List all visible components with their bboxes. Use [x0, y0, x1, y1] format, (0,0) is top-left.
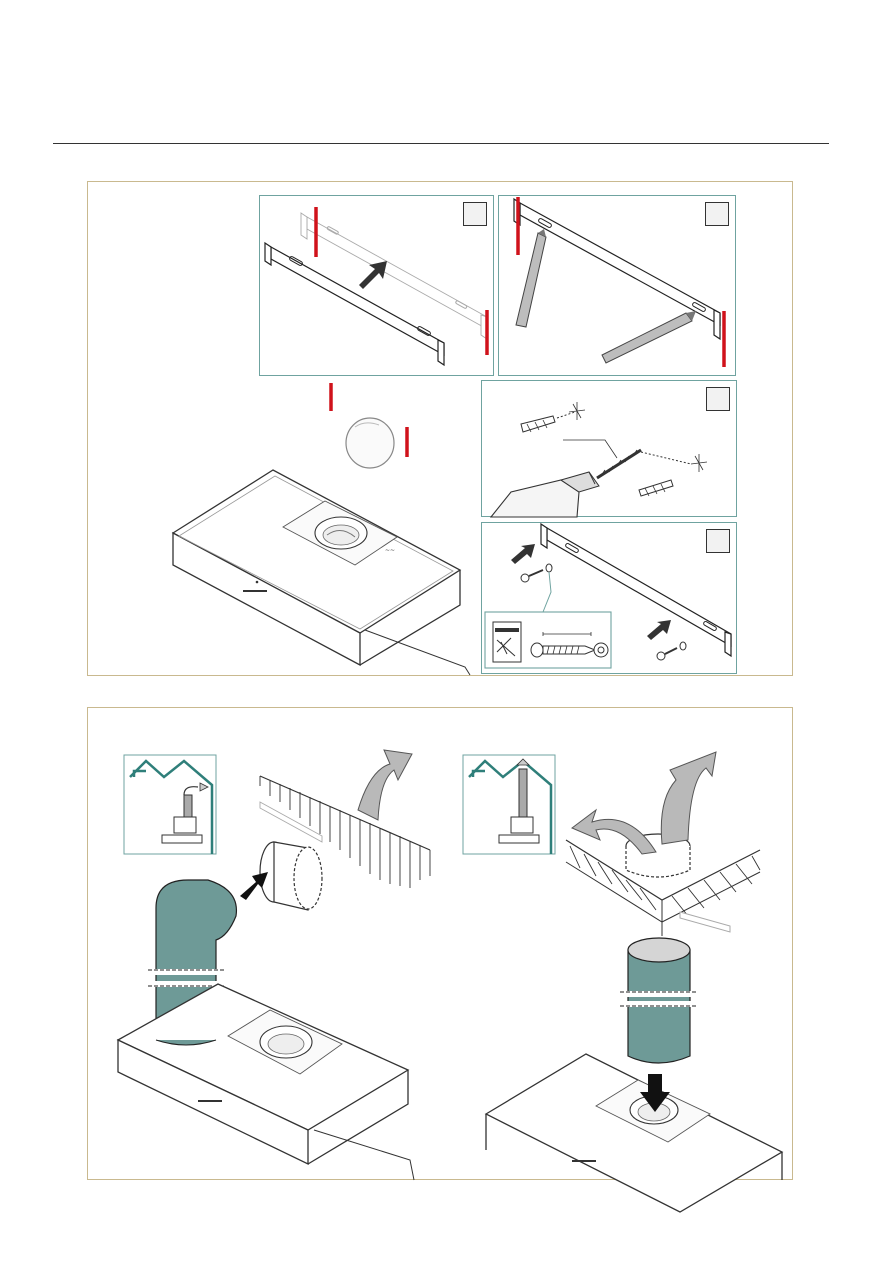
header-rule — [53, 143, 829, 144]
screw-bracket-illustration — [481, 522, 737, 674]
wall-outlet-illustration — [100, 740, 440, 1180]
airflow-arrow-icon — [572, 810, 656, 854]
wall-plug-icon — [639, 480, 673, 496]
duct — [620, 938, 698, 1063]
arrow-icon — [647, 620, 671, 640]
screw-icon — [521, 564, 552, 582]
arrow-icon — [359, 261, 387, 289]
ceiling-outlet-illustration — [480, 740, 785, 1180]
airflow-arrow-icon — [661, 752, 716, 844]
svg-text:~~: ~~ — [385, 547, 395, 554]
arrow-icon — [511, 544, 535, 564]
hardware-bag-icon — [493, 622, 521, 662]
drill-icon — [491, 450, 641, 517]
wall-plug-icon — [521, 416, 555, 432]
pencil-icon — [516, 229, 546, 327]
drill-plugs-illustration — [481, 380, 737, 517]
hood-illustration-top: ~~ — [165, 375, 485, 675]
bracket-slide-illustration — [259, 195, 494, 376]
mark-wall-illustration — [498, 195, 736, 376]
airflow-arrow-icon — [358, 750, 412, 820]
screw-icon — [657, 642, 686, 660]
pencil-icon — [602, 311, 696, 363]
